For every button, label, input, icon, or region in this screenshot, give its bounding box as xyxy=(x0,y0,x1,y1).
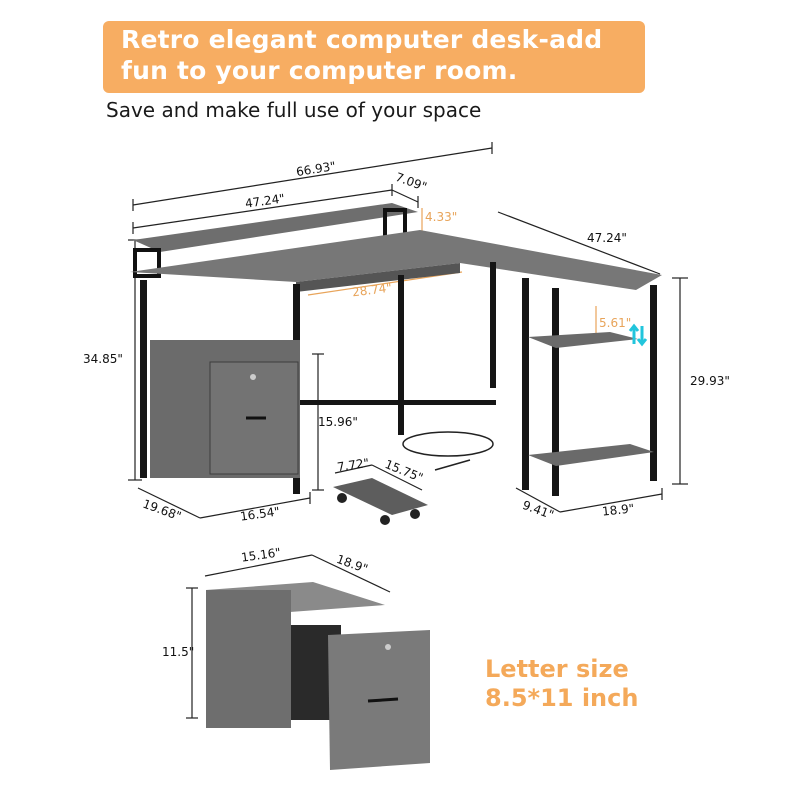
dim-cabinet-gap-height: 15.96" xyxy=(318,415,358,429)
letter-size-line-2: 8.5*11 inch xyxy=(485,684,639,712)
headline-banner: Retro elegant computer desk-add fun to y… xyxy=(103,21,645,93)
dim-side-shelf-gap: 5.61" xyxy=(599,316,632,330)
dimension-lines xyxy=(128,142,688,719)
letter-size-line-1: Letter size xyxy=(485,655,629,683)
headline-line-2: fun to your computer room. xyxy=(121,56,518,85)
headline-line-1: Retro elegant computer desk-add xyxy=(121,25,603,54)
up-down-arrows-icon xyxy=(628,323,648,347)
headline-text: Retro elegant computer desk-add fun to y… xyxy=(121,24,602,86)
letter-size-callout: Letter size 8.5*11 inch xyxy=(485,655,638,713)
dim-monitor-shelf-height: 4.33" xyxy=(425,210,458,224)
dim-total-height: 34.85" xyxy=(83,352,123,366)
dim-side-length: 47.24" xyxy=(587,231,627,245)
dim-side-height: 29.93" xyxy=(690,374,730,388)
dim-file-cabinet-height: 11.5" xyxy=(162,645,195,659)
subtitle: Save and make full use of your space xyxy=(106,98,482,122)
